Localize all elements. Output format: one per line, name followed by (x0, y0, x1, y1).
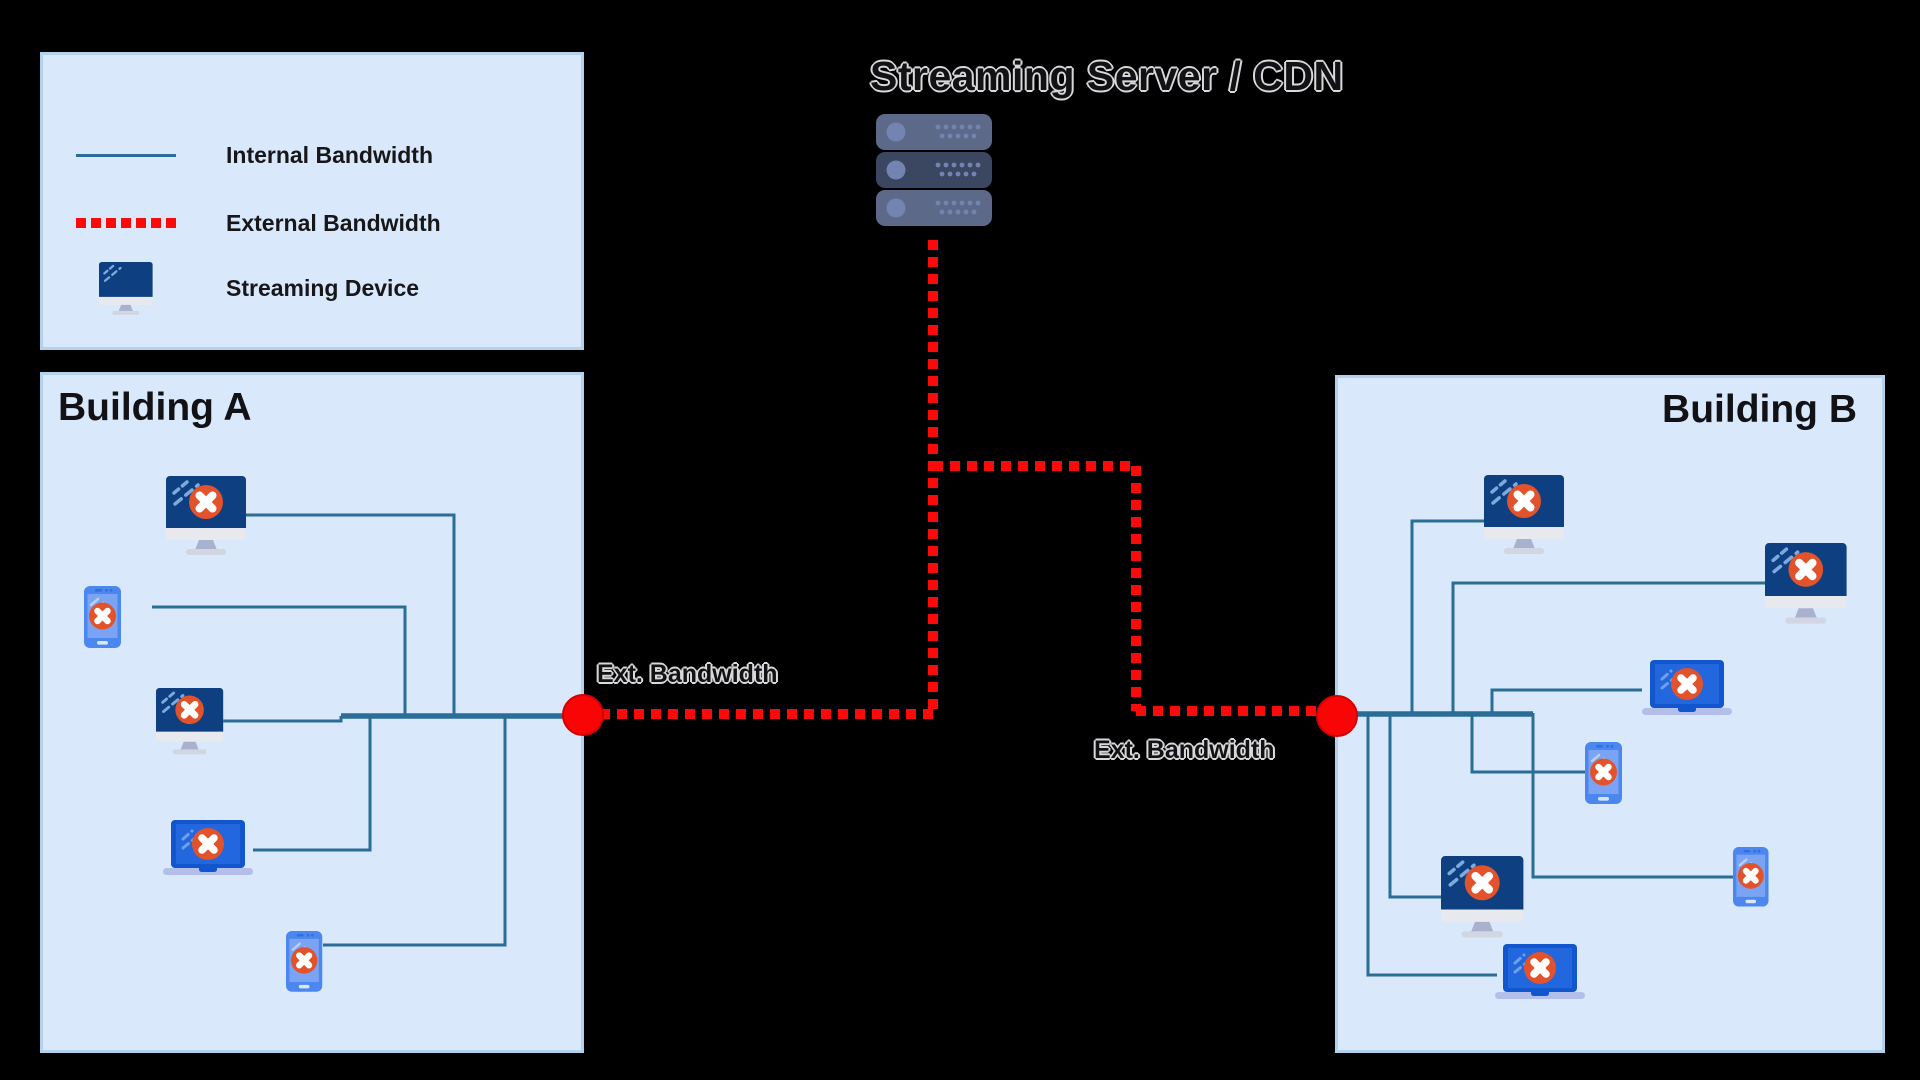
page-title: Streaming Server / CDN (870, 53, 1344, 99)
internal-bandwidth-line-swatch (76, 153, 176, 157)
phone-device-icon (84, 586, 121, 648)
internal-bandwidth-line (1410, 519, 1484, 714)
internal-bandwidth-line (1470, 713, 1585, 774)
internal-bandwidth-line (222, 716, 343, 723)
legend-label: Internal Bandwidth (226, 141, 433, 168)
internal-bandwidth-line (1451, 581, 1765, 714)
laptop-device-icon (163, 820, 253, 875)
laptop-device-icon (1495, 944, 1585, 999)
legend-row-device: Streaming Device (76, 259, 419, 317)
internal-bandwidth-line (323, 718, 507, 947)
monitor-device-icon (1441, 856, 1523, 937)
phone-device-icon (286, 931, 322, 992)
internal-bandwidth-line (1366, 713, 1497, 977)
legend-label: Streaming Device (226, 274, 420, 301)
streaming-server-icon (876, 114, 992, 226)
internal-bandwidth-line (152, 605, 407, 714)
phone-device-icon (1585, 742, 1622, 804)
internal-bandwidth-line (253, 718, 372, 852)
internal-bandwidth-line (1531, 713, 1733, 879)
monitor-device-icon (1484, 475, 1564, 554)
ext-bandwidth-label-left: Ext. Bandwidth (597, 660, 778, 688)
bandwidth-junction-node (1316, 695, 1358, 737)
laptop-device-icon (1642, 660, 1732, 715)
bandwidth-junction-node (562, 694, 604, 736)
external-bandwidth-line-swatch (76, 218, 176, 228)
legend-row-external: External Bandwidth (76, 207, 441, 239)
legend-label: External Bandwidth (226, 209, 441, 236)
building-a-title: Building A (58, 386, 252, 429)
legend-panel: Internal Bandwidth External Bandwidth St… (40, 52, 584, 350)
internal-bandwidth-line (245, 513, 456, 714)
monitor-device-icon (156, 688, 223, 754)
monitor-device-icon (1765, 543, 1847, 624)
monitor-device-icon (166, 476, 246, 555)
internal-bandwidth-line (1490, 688, 1642, 714)
phone-device-icon (1733, 847, 1769, 907)
internal-bandwidth-line (1388, 713, 1442, 899)
ext-bandwidth-label-right: Ext. Bandwidth (1094, 736, 1275, 764)
building-b-title: Building B (1662, 388, 1857, 431)
legend-row-internal: Internal Bandwidth (76, 139, 433, 171)
